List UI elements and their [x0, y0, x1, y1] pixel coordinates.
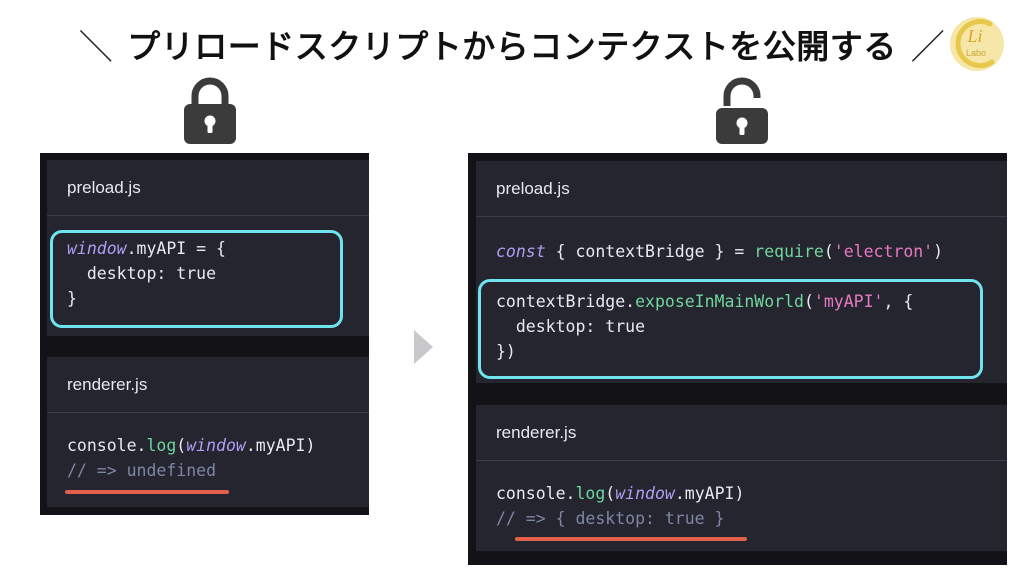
page-title: ＼ プリロードスクリプトからコンテクストを公開する ／ — [0, 18, 1024, 70]
code-token: .myAPI) — [674, 484, 745, 503]
code-token: require — [754, 242, 824, 261]
code-token: window — [67, 239, 127, 258]
lock-closed-icon — [184, 77, 236, 144]
code-token: console. — [496, 484, 576, 503]
code-token: .myAPI = { — [126, 239, 226, 258]
code-token: const — [496, 242, 546, 261]
code-token: ( — [176, 436, 187, 455]
code-line: console.log(window.myAPI) — [496, 481, 987, 506]
left-preload-filename: preload.js — [47, 160, 369, 216]
code-token: log — [575, 484, 606, 503]
code-token: exposeInMainWorld — [635, 292, 804, 311]
code-token: } — [67, 289, 77, 308]
code-token: log — [146, 436, 177, 455]
code-token: window — [615, 484, 675, 503]
code-token: window — [186, 436, 246, 455]
code-token: // => { desktop: true } — [496, 509, 725, 528]
code-token: 'myAPI' — [813, 292, 884, 311]
code-line: window.myAPI = { — [67, 236, 349, 261]
code-token: }) — [496, 342, 516, 361]
li-labo-logo: Li Labo — [950, 17, 1004, 71]
code-line: desktop: true — [496, 314, 987, 339]
right-preload-highlight — [478, 279, 983, 379]
code-token: desktop: true — [67, 264, 217, 283]
lock-open-icon — [716, 77, 768, 144]
left-preload-code: window.myAPI = { desktop: true} — [67, 236, 349, 311]
left-renderer-card: renderer.js console.log(window.myAPI) // … — [47, 357, 369, 507]
left-renderer-filename: renderer.js — [47, 357, 369, 413]
code-token: { contextBridge } = — [545, 242, 755, 261]
right-preload-filename: preload.js — [476, 161, 1007, 217]
code-line: // => undefined — [67, 458, 349, 483]
logo-letters: Li — [966, 26, 982, 46]
code-line: console.log(window.myAPI) — [67, 433, 349, 458]
code-line: const { contextBridge } = require('elect… — [496, 239, 987, 264]
code-token: ( — [605, 484, 616, 503]
code-token: 'electron' — [833, 242, 934, 261]
right-renderer-code: console.log(window.myAPI) // => { desktop… — [496, 481, 987, 531]
code-token: console. — [67, 436, 147, 455]
code-line: }) — [496, 339, 987, 364]
code-line: desktop: true — [67, 261, 349, 286]
left-renderer-code: console.log(window.myAPI) // => undefined — [67, 433, 349, 483]
code-token: ( — [803, 292, 814, 311]
right-code-panel: preload.js const { contextBridge } = req… — [468, 153, 1007, 565]
right-preload-code: const { contextBridge } = require('elect… — [496, 239, 987, 364]
logo-word: Labo — [966, 48, 986, 58]
title-text: プリロードスクリプトからコンテクストを公開する — [127, 27, 897, 66]
right-result-underline — [515, 537, 747, 541]
left-result-underline — [65, 490, 229, 494]
left-preload-card: preload.js window.myAPI = { desktop: tru… — [47, 160, 369, 336]
code-line: } — [67, 286, 349, 311]
code-line: contextBridge.exposeInMainWorld('myAPI',… — [496, 289, 987, 314]
code-token: , { — [883, 292, 914, 311]
title-prefix: ＼ — [78, 27, 114, 68]
left-preload-highlight — [50, 230, 343, 328]
code-line: // => { desktop: true } — [496, 506, 987, 531]
code-token: desktop: true — [496, 317, 646, 336]
code-token: contextBridge. — [496, 292, 636, 311]
right-preload-card: preload.js const { contextBridge } = req… — [476, 161, 1007, 383]
title-suffix: ／ — [910, 27, 946, 68]
right-renderer-filename: renderer.js — [476, 405, 1007, 461]
transition-arrow-icon — [414, 330, 433, 364]
code-token: ( — [823, 242, 834, 261]
right-renderer-card: renderer.js console.log(window.myAPI) // … — [476, 405, 1007, 551]
left-code-panel: preload.js window.myAPI = { desktop: tru… — [40, 153, 369, 515]
code-token: // => undefined — [67, 461, 217, 480]
code-token: .myAPI) — [245, 436, 316, 455]
code-token: ) — [933, 242, 944, 261]
